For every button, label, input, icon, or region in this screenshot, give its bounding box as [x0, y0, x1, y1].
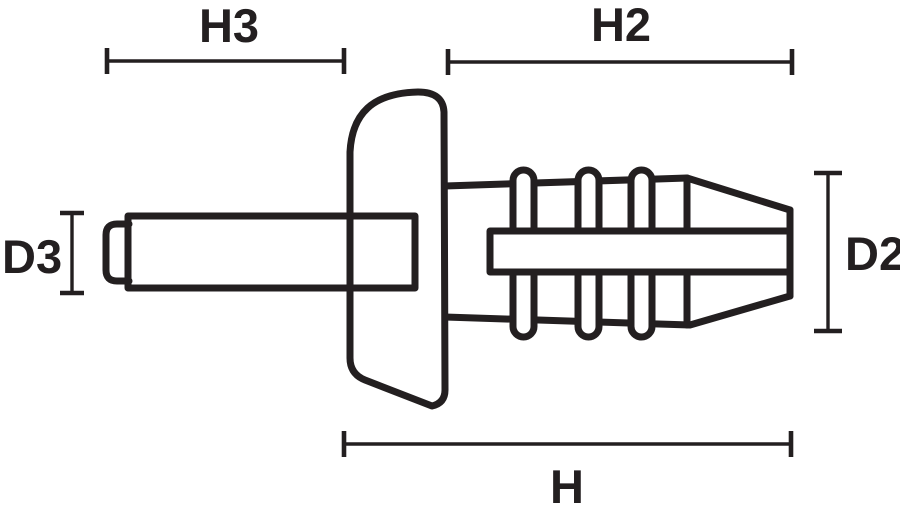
- center-bar: [486, 227, 794, 276]
- h-label: H: [550, 460, 584, 513]
- dimension-d2: D2: [814, 170, 900, 334]
- pin-end-cap: [102, 220, 133, 285]
- dimension-h2: H2: [445, 0, 795, 75]
- h3-label: H3: [199, 0, 259, 52]
- dimension-h3: H3: [104, 0, 347, 74]
- h2-label: H2: [591, 0, 651, 51]
- dimension-d3: D3: [2, 210, 84, 296]
- pin-shaft: [124, 212, 419, 292]
- d3-label: D3: [2, 230, 62, 283]
- dimension-h: H: [341, 431, 794, 513]
- flange-outline: [346, 88, 449, 410]
- d2-label: D2: [845, 227, 900, 280]
